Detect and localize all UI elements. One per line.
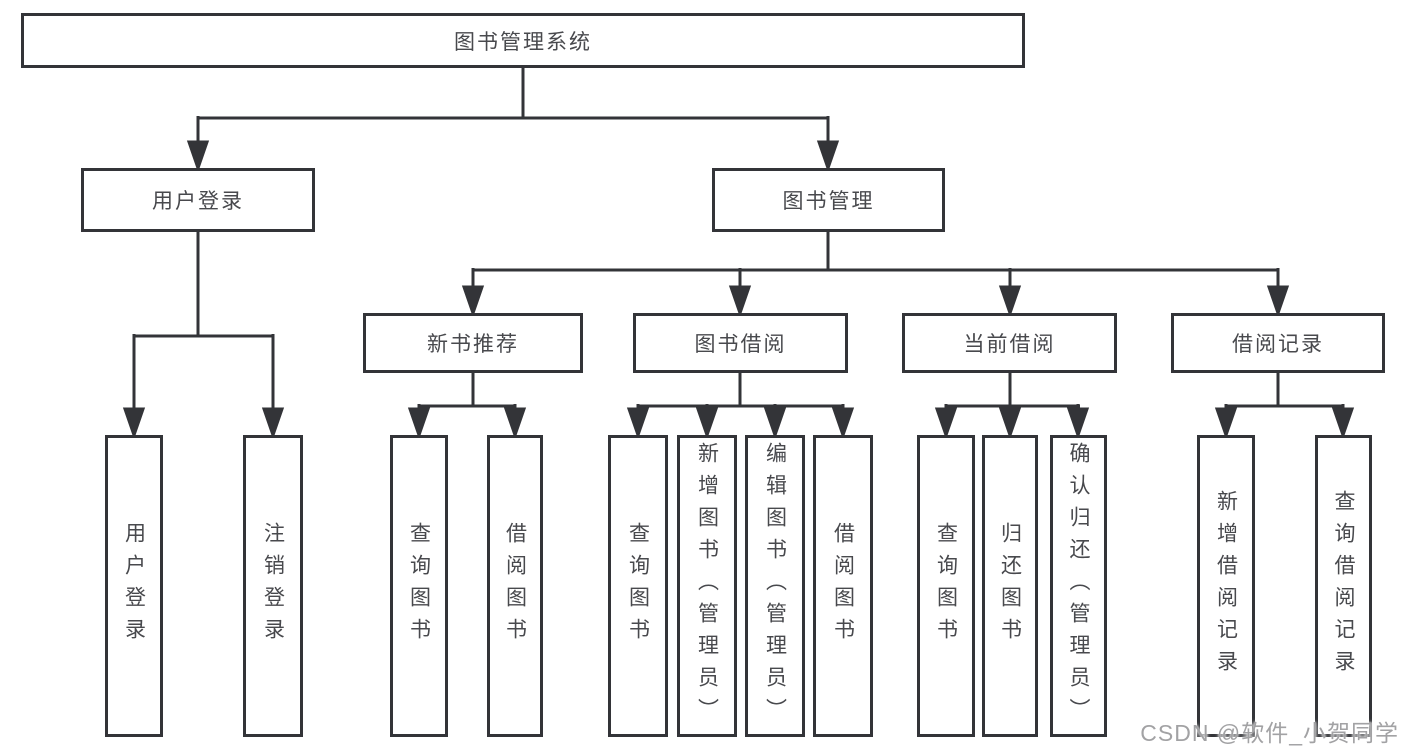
- leaf-borrow-books-borrowing: 借阅图书: [813, 435, 873, 737]
- node-user-login: 用户登录: [81, 168, 315, 232]
- leaf-add-books-admin: 新增图书（管理员）: [677, 435, 737, 737]
- leaf-return-books-label: 归还图书: [998, 522, 1022, 650]
- node-book-management: 图书管理: [712, 168, 945, 232]
- leaf-add-books-admin-label: 新增图书（管理员）: [695, 442, 719, 730]
- leaf-query-books-current: 查询图书: [917, 435, 975, 737]
- leaf-confirm-return-admin-label: 确认归还（管理员）: [1067, 442, 1090, 730]
- leaf-add-borrow-record: 新增借阅记录: [1197, 435, 1255, 737]
- leaf-logout: 注销登录: [243, 435, 303, 737]
- leaf-confirm-return-admin: 确认归还（管理员）: [1050, 435, 1107, 737]
- leaf-edit-books-admin-label: 编辑图书（管理员）: [763, 442, 787, 730]
- leaf-user-login: 用户登录: [105, 435, 163, 737]
- leaf-user-login-label: 用户登录: [122, 522, 146, 650]
- leaf-query-books-borrowing: 查询图书: [608, 435, 668, 737]
- leaf-logout-label: 注销登录: [261, 522, 285, 650]
- leaf-edit-books-admin: 编辑图书（管理员）: [745, 435, 805, 737]
- leaf-query-borrow-record: 查询借阅记录: [1315, 435, 1372, 737]
- node-library-system-label: 图书管理系统: [454, 30, 592, 54]
- node-borrowing-records-label: 借阅记录: [1232, 333, 1324, 356]
- leaf-borrow-books-recommend-label: 借阅图书: [503, 522, 527, 650]
- leaf-borrow-books-borrowing-label: 借阅图书: [831, 522, 855, 650]
- node-library-system: 图书管理系统: [21, 13, 1025, 68]
- node-new-book-recommend-label: 新书推荐: [427, 333, 519, 356]
- node-current-borrowing-label: 当前借阅: [963, 333, 1056, 356]
- leaf-query-books-current-label: 查询图书: [934, 522, 958, 650]
- leaf-query-borrow-record-label: 查询借阅记录: [1332, 490, 1355, 682]
- leaf-borrow-books-recommend: 借阅图书: [487, 435, 543, 737]
- node-user-login-label: 用户登录: [152, 190, 244, 213]
- node-current-borrowing: 当前借阅: [902, 313, 1117, 373]
- node-book-borrowing-label: 图书借阅: [694, 333, 787, 356]
- node-book-borrowing: 图书借阅: [633, 313, 848, 373]
- leaf-query-books-borrowing-label: 查询图书: [626, 522, 650, 650]
- leaf-return-books: 归还图书: [982, 435, 1038, 737]
- node-book-management-label: 图书管理: [782, 190, 875, 213]
- csdn-watermark: CSDN @软件_小贺同学: [1140, 720, 1399, 746]
- leaf-add-borrow-record-label: 新增借阅记录: [1214, 490, 1238, 682]
- node-borrowing-records: 借阅记录: [1171, 313, 1385, 373]
- node-new-book-recommend: 新书推荐: [363, 313, 583, 373]
- leaf-query-books-recommend: 查询图书: [390, 435, 448, 737]
- leaf-query-books-recommend-label: 查询图书: [407, 522, 431, 650]
